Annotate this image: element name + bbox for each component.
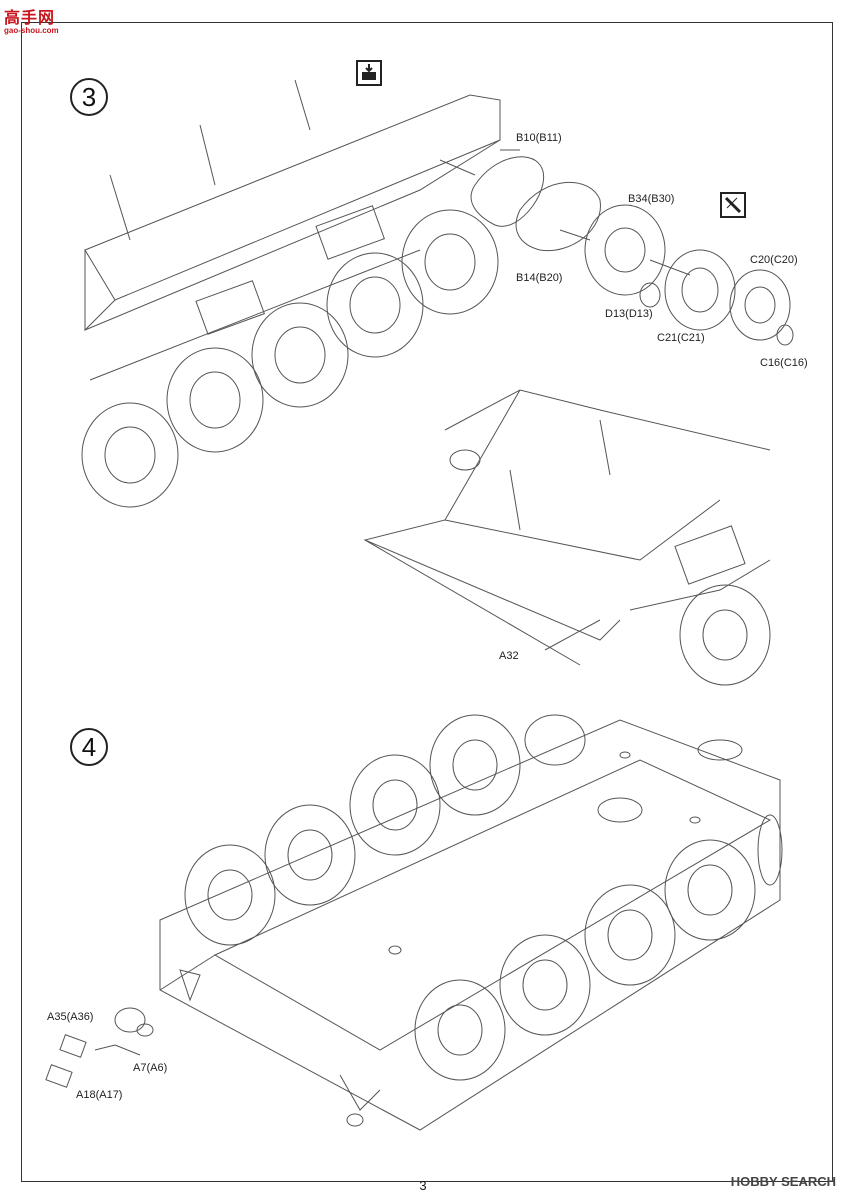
cement-tube-icon: [720, 192, 746, 218]
page-number: 3: [419, 1178, 427, 1193]
site-logo: 高手网: [4, 8, 56, 27]
step3-road-wheels: [82, 210, 498, 507]
label-b10: B10(B11): [516, 132, 562, 144]
label-b14: B14(B20): [516, 272, 563, 284]
step-4-marker: 4: [70, 728, 108, 766]
step4-road-wheels-bottom: [415, 815, 782, 1080]
label-a35: A35(A36): [47, 1011, 94, 1023]
site-url: gao-shou.com: [4, 26, 59, 35]
label-b34: B34(B30): [628, 193, 675, 205]
label-a7: A7(A6): [133, 1062, 168, 1074]
step-4-number: 4: [81, 731, 97, 762]
step3-hull-drawing: [85, 80, 500, 380]
label-c21: C21(C21): [657, 332, 705, 344]
bracket-assembly-icon: [356, 60, 382, 86]
page-frame: [21, 22, 833, 1182]
step3-lower-detail: [365, 390, 770, 685]
label-c20: C20(C20): [750, 254, 798, 266]
label-c16: C16(C16): [760, 357, 808, 369]
label-d13: D13(D13): [605, 308, 653, 320]
label-a32: A32: [499, 650, 519, 662]
step4-idler-parts: [46, 970, 380, 1126]
final-drive-parts: [440, 150, 793, 345]
step4-road-wheels-top: [185, 715, 585, 945]
brand-watermark: HOBBY SEARCH: [730, 1174, 836, 1189]
step4-hull-drawing: [160, 720, 780, 1130]
step-3-marker: 3: [70, 78, 108, 116]
step-3-number: 3: [81, 81, 97, 112]
label-a18: A18(A17): [76, 1089, 123, 1101]
